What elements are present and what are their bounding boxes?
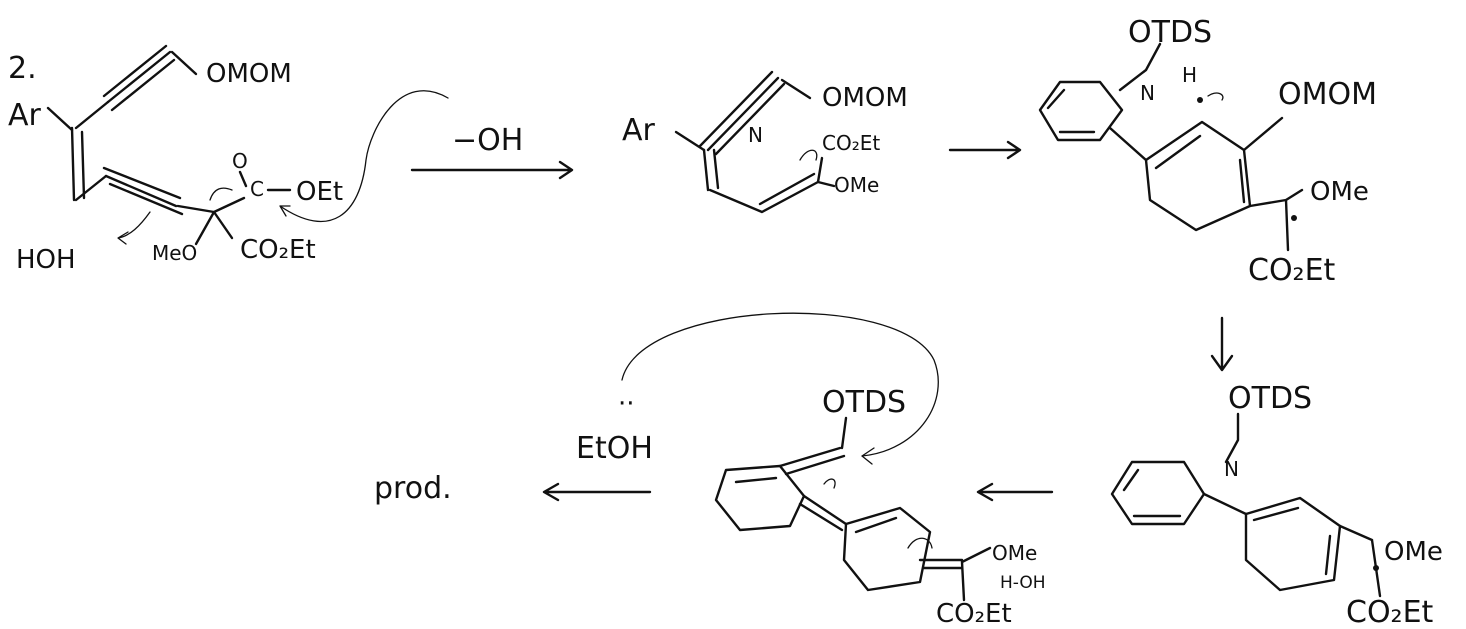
alkene-bond [70, 126, 86, 202]
co2et-label: CO₂Et [240, 235, 316, 265]
water-label: HOH [16, 245, 76, 275]
otds-bond-5 [840, 416, 848, 450]
bonds-4 [1202, 412, 1382, 598]
step-number: 2. [8, 51, 37, 86]
curved-arrow [799, 149, 818, 161]
propargyl-ch2 [170, 50, 198, 76]
ch2 [780, 78, 812, 100]
omom-label-2: OMOM [822, 83, 908, 113]
ome-label-2: OMe [834, 173, 879, 197]
otds-bond [1118, 42, 1162, 92]
lone-pair: ·· [618, 389, 635, 419]
structure-quinodimethane: OTDS OMe H-OH CO₂Et [714, 385, 1046, 629]
structure-allene-intermediate: Ar OMOM CO₂Et OMe N [622, 70, 908, 214]
reaction-arrow-final [542, 482, 652, 502]
reaction-arrow-2 [948, 140, 1022, 160]
left-ring [1038, 80, 1124, 142]
meo-label: MeO [152, 241, 197, 265]
curved-arrow-5b [823, 478, 836, 489]
ome-label-5: OMe [992, 541, 1037, 565]
product-label: prod. [374, 471, 452, 506]
n-label-2: N [748, 123, 763, 147]
bond-ar-alkene [46, 106, 74, 132]
co2et-label-5: CO₂Et [936, 599, 1012, 629]
h-label-3: H [1182, 63, 1197, 87]
n-label-3: N [1140, 81, 1155, 105]
exo-double-bonds [778, 446, 848, 532]
otds-label-4: OTDS [1228, 381, 1312, 416]
structure-cyclized: OTDS OMe CO₂Et N [1110, 381, 1443, 629]
curved-arrow-5 [907, 537, 933, 549]
reaction-arrow-left [976, 482, 1054, 502]
bond-ar [674, 130, 706, 152]
otds-label-3: OTDS [1128, 15, 1212, 50]
exo-bonds-5 [918, 546, 992, 602]
ring-substituents [1242, 116, 1304, 252]
water-label-5: H-OH [1000, 573, 1046, 593]
aryl-label-2: Ar [622, 113, 656, 148]
arrow-alkyne-to-water [117, 211, 151, 245]
structure-biradical: OTDS OMOM H N OMe CO₂Et [1038, 15, 1377, 288]
arrow-carbonyl [209, 187, 233, 201]
alkene [702, 148, 720, 192]
left-ring-4 [1110, 460, 1206, 526]
arrow-shaft [410, 160, 574, 180]
bond-to-alkyne1 [74, 100, 110, 130]
carbonyl-c-label: C [250, 177, 264, 201]
structure-starting-material: 2. Ar OMOM OEt CO₂Et MeO HOH O C [8, 44, 449, 275]
quaternary-bonds [176, 196, 246, 246]
co2et-label-3: CO₂Et [1248, 253, 1336, 288]
biaryl-bond [1108, 126, 1148, 162]
radical-dot-c [1291, 215, 1297, 221]
alkyne2 [102, 166, 184, 216]
aryl-label: Ar [8, 98, 42, 133]
oet-label: OEt [296, 177, 343, 207]
ester-bonds [816, 156, 836, 188]
co2et-label-2: CO₂Et [822, 131, 880, 155]
carbonyl-o-label: O [232, 149, 248, 173]
omom-label: OMOM [206, 59, 292, 89]
right-ring [1144, 120, 1252, 232]
alkyne1 [102, 44, 176, 112]
curved-arrow-3 [1207, 92, 1224, 101]
n-label-4: N [1224, 457, 1239, 481]
radical-dot-n [1197, 97, 1203, 103]
hydroxide-reagent: −OH [452, 123, 523, 158]
otds-label-5: OTDS [822, 385, 906, 420]
ethanol-reagent: EtOH [576, 431, 653, 466]
final-step: ·· EtOH prod. [374, 389, 653, 506]
radical-dot-4 [1373, 565, 1379, 571]
arrow-hydroxide-attack [279, 90, 449, 223]
co2et-label-4: CO₂Et [1346, 595, 1434, 629]
allene-chain [708, 172, 820, 214]
right-ring-4 [1244, 496, 1342, 592]
ethanol-attack-arrow [621, 312, 939, 465]
ome-label-3: OMe [1310, 177, 1369, 207]
bond-to-alkyne2 [74, 174, 108, 202]
omom-label-3: OMOM [1278, 77, 1377, 112]
right-ring-5 [842, 506, 932, 592]
ome-label-4: OMe [1384, 537, 1443, 567]
reaction-arrow-down [1210, 316, 1234, 372]
carbonyl [238, 170, 248, 188]
reagent-arrow-1: −OH [410, 123, 574, 180]
left-ring-5 [714, 464, 806, 532]
alkyne [698, 70, 786, 156]
